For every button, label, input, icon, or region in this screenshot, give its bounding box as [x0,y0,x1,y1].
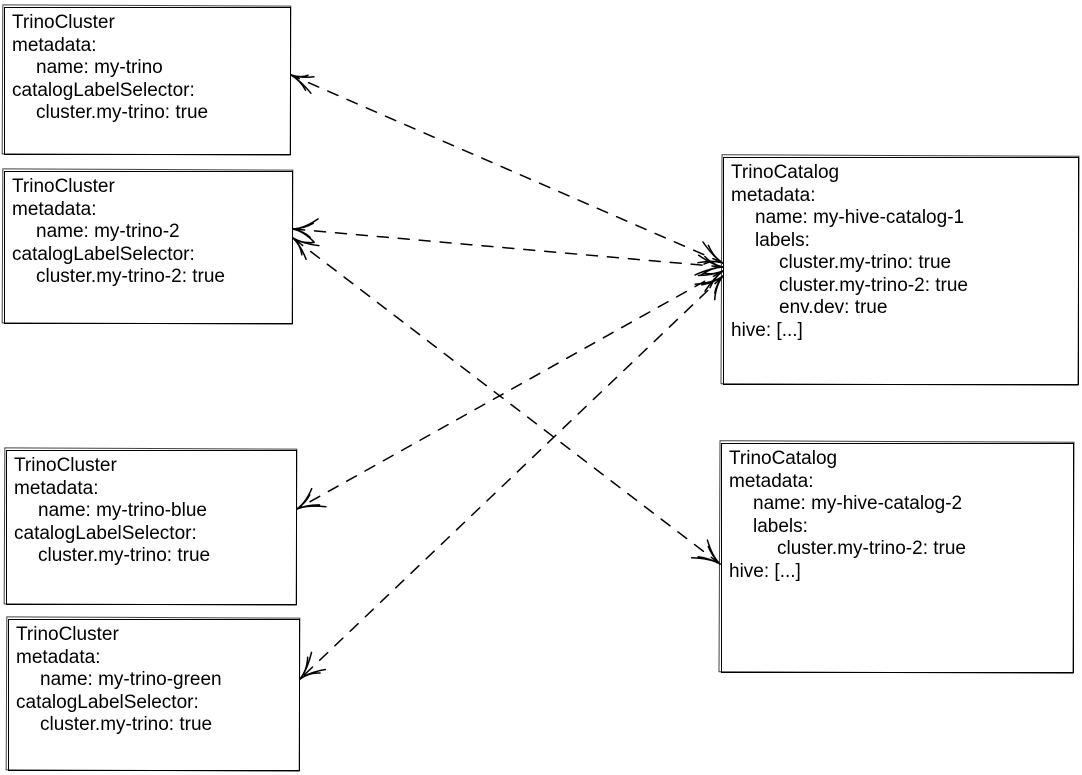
node-line: cluster.my-trino: true [40,714,213,735]
node-line: TrinoCluster [12,12,115,33]
node-line: catalogLabelSelector: [12,79,195,101]
node-line: name: my-hive-catalog-2 [753,493,963,514]
edge-trino-catalog-my-hive-catalog-1--trino-cluster-my-trino-arrowhead [290,74,309,78]
node-line: TrinoCluster [14,455,117,476]
edge-trino-catalog-my-hive-catalog-1--trino-cluster-my-trino-2 [292,228,724,268]
node-line: hive: [...] [731,319,803,341]
node-trino-cluster-my-trino: TrinoCluster metadata: name: my-trino ca… [4,7,291,155]
node-line: labels: [753,515,808,537]
node-line: catalogLabelSelector: [16,691,199,713]
node-line: metadata: [729,470,814,492]
node-line: TrinoCatalog [729,448,838,469]
node-trino-cluster-my-trino-green: TrinoCluster metadata: name: my-trino-gr… [8,619,300,771]
node-line: catalogLabelSelector: [14,522,197,544]
node-line: name: my-trino-blue [38,500,207,521]
node-line: catalogLabelSelector: [12,243,195,265]
node-line: name: my-trino-green [40,669,222,690]
node-line: cluster.my-trino: true [36,102,209,123]
node-line: TrinoCluster [16,624,119,645]
node-line: metadata: [12,34,97,56]
node-line: metadata: [16,646,101,668]
edge-trino-catalog-my-hive-catalog-2--trino-cluster-my-trino-2 [292,237,721,565]
node-line: labels: [755,229,810,251]
edge-trino-catalog-my-hive-catalog-2--trino-cluster-my-trino-2-arrowhead [697,555,721,565]
node-line: cluster.my-trino: true [38,545,211,566]
node-line: cluster.my-trino-2: true [777,538,966,559]
node-line: metadata: [731,184,816,206]
node-line: name: my-hive-catalog-1 [755,207,965,228]
edge-trino-catalog-my-hive-catalog-1--trino-cluster-my-trino [290,74,724,264]
node-trino-catalog-my-hive-catalog-2: TrinoCatalog metadata: name: my-hive-cat… [721,443,1074,673]
node-line: env.dev: true [779,297,888,318]
edge-trino-catalog-my-hive-catalog-1--trino-cluster-my-trino-green [299,275,724,680]
edge-trino-catalog-my-hive-catalog-1--trino-cluster-my-trino-2-arrowhead [700,266,724,276]
edge-trino-catalog-my-hive-catalog-1--trino-cluster-my-trino-2-arrowhead [292,222,314,230]
edge-trino-catalog-my-hive-catalog-1--trino-cluster-my-trino-blue-arrowhead [296,494,311,510]
node-line: cluster.my-trino-2: true [36,266,225,287]
node-trino-cluster-my-trino-2: TrinoCluster metadata: name: my-trino-2 … [4,171,293,324]
node-trino-catalog-my-hive-catalog-1: TrinoCatalog metadata: name: my-hive-cat… [723,157,1079,385]
node-line: hive: [...] [729,560,801,582]
edge-trino-catalog-my-hive-catalog-1--trino-cluster-my-trino-blue-arrowhead [709,270,724,289]
node-line: name: my-trino [36,57,163,78]
node-line: TrinoCatalog [731,162,840,183]
node-trino-cluster-my-trino-blue: TrinoCluster metadata: name: my-trino-bl… [6,450,297,605]
node-line: name: my-trino-2 [36,221,180,242]
edge-trino-catalog-my-hive-catalog-1--trino-cluster-my-trino-blue [296,270,724,510]
edge-trino-catalog-my-hive-catalog-1--trino-cluster-my-trino-green-arrowhead [714,275,724,294]
node-line: metadata: [12,198,97,220]
edge-trino-catalog-my-hive-catalog-1--trino-cluster-my-trino-arrowhead [703,260,724,265]
node-line: TrinoCluster [12,176,115,197]
edge-trino-catalog-my-hive-catalog-1--trino-cluster-my-trino-green-arrowhead [299,656,309,680]
node-line: cluster.my-trino: true [779,252,952,273]
node-line: metadata: [14,477,99,499]
node-line: cluster.my-trino-2: true [779,274,968,296]
edge-trino-catalog-my-hive-catalog-2--trino-cluster-my-trino-2-arrowhead [292,237,315,244]
